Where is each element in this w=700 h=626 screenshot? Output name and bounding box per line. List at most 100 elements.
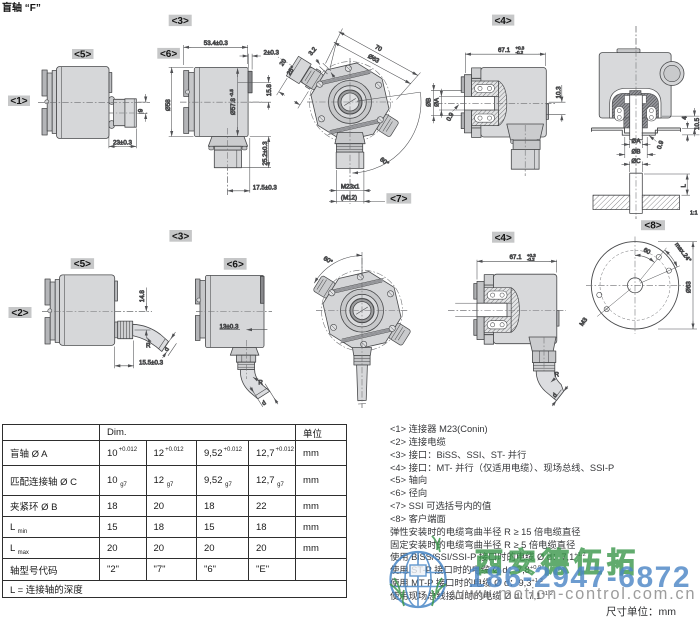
table-row-l-max: L max 20 20 20 20 mm: [2, 537, 348, 559]
view-label-3-bottom: <3>: [172, 232, 189, 243]
dim-10-5: 10.5: [694, 117, 700, 130]
view-label-6-bottom: <6>: [227, 260, 244, 271]
dim-0-9: 0.9: [445, 111, 455, 122]
table-cell: L min: [2, 516, 100, 538]
notes-block: <1> 连接器 M23(Conin) <2> 连接电缆 <3> 接口：BiSS、…: [390, 423, 698, 603]
table-header-dim: Dim.: [98, 424, 297, 441]
view-label-box: [641, 220, 665, 231]
table-cell: 12,7+0.012: [247, 440, 297, 466]
view-section-mounted: ØA ØB ØC 0.9 4 10.5 L 1:1: [591, 26, 700, 219]
centerlines-overlay: [38, 26, 637, 408]
dim-67-1-sup: +0.3: [516, 46, 525, 51]
view-label-box: [223, 258, 247, 270]
dim-shaft-a: ØA: [632, 138, 642, 145]
dim-cable-r: R: [555, 372, 560, 379]
dim-9: 9: [138, 108, 145, 112]
dim-14-8: 14.8: [139, 290, 146, 303]
dim-15-8: 15.8: [266, 84, 273, 97]
view-labels: <1> <2> <3> <3> <4> <4> <5> <5> <6> <6> …: [8, 14, 665, 319]
dim-cable-d: d: [163, 346, 171, 353]
table-cell: mm: [295, 516, 348, 538]
table-cell: 10 g7: [99, 465, 147, 496]
view-label-4-top: <4>: [494, 16, 511, 27]
dim-57-8: Ø57.8: [230, 98, 237, 115]
dim-cable-d: d: [551, 392, 559, 399]
view-label-box: [168, 14, 192, 27]
table-cell: 18: [247, 516, 297, 538]
note-line: 使用现场总线接口时的电缆 Ø d：7,1+1.2: [390, 590, 553, 601]
dim-67-1-sup: +0.3: [527, 253, 536, 258]
view-label-box: [8, 95, 30, 106]
table-cell: 12+0.012: [145, 440, 197, 466]
scale-note: 1:1: [690, 211, 698, 217]
unit-note: 尺寸单位：mm: [606, 606, 676, 618]
table-cell: 盲轴 Ø A: [2, 440, 100, 466]
table-cell: "7": [145, 558, 197, 581]
dim-63: Ø63: [686, 281, 693, 293]
view-label-4-bottom: <4>: [495, 233, 512, 244]
view-label-2: <2>: [11, 308, 28, 319]
table-cell: "6": [196, 558, 249, 581]
table-cell: "E": [247, 558, 297, 581]
dim-63: Ø63: [367, 53, 381, 65]
table-cell: 22: [247, 495, 297, 517]
note-line: 弹性安装时的电缆弯曲半径 R ≥ 15 倍电缆直径: [390, 526, 581, 537]
dim-m12: (M12): [341, 195, 357, 202]
table-cell: L = 连接轴的深度: [1, 580, 348, 598]
table-corner-cell: [2, 424, 100, 441]
table-cell: mm: [295, 465, 348, 496]
note-line: <5> 轴向: [390, 475, 428, 486]
table-cell: 20: [247, 537, 297, 559]
table-cell: 12 g7: [145, 465, 197, 496]
dim-67-1-sub: -0.2: [527, 257, 535, 262]
dim-60: 60°: [378, 156, 390, 168]
note-line: 使用 BiSS/SSI/SSI-P 接口时的电缆 Ø d：7,1+1.2: [390, 552, 586, 563]
table-footer: L = 连接轴的深度: [1, 580, 348, 598]
table-row-clamp-ring-b: 夹紧环 Ø B 18 20 18 22 mm: [2, 495, 348, 517]
dim-shaft-b: ØB: [426, 98, 433, 107]
table-cell: mm: [295, 537, 348, 559]
dim-2: 2±0.3: [264, 50, 280, 57]
dim-57-8-tol: -0.5: [229, 89, 234, 97]
note-line: <7> SSI 可选括号内的值: [390, 501, 492, 512]
view-label-box: [157, 47, 180, 59]
table-cell: 20: [196, 537, 249, 559]
dim-60: 60°: [322, 255, 334, 266]
dim-25-2: 25.2±0.3: [262, 141, 269, 166]
view-side-axial-connector: 9 23±0.3: [38, 66, 150, 149]
dim-3-2: 3.2: [307, 46, 318, 58]
dim-23: 23±0.3: [113, 140, 132, 147]
dim-13: 13±0.3: [220, 323, 239, 330]
dim-67-1: 67.1: [509, 254, 522, 261]
table-cell: 15: [99, 516, 147, 538]
table-cell: 轴型号代码: [2, 558, 100, 581]
dim-4: 4: [681, 116, 688, 120]
note-line: <2> 连接电缆: [390, 436, 446, 447]
table-row-l-min: L min 15 18 15 18 mm: [2, 516, 348, 538]
view-side-axial-cable: d R 14.8 15.5±0.3: [42, 274, 177, 369]
table-cell: 匹配连接轴 Ø C: [2, 465, 100, 496]
table-cell: 20: [145, 495, 197, 517]
view-label-box: [492, 14, 515, 26]
view-side-radial-cable: d R 13±0.3: [194, 274, 279, 408]
table-cell: mm: [295, 495, 348, 517]
table-cell: "2": [99, 558, 147, 581]
dim-m23: M23x1: [341, 184, 360, 191]
table-cell: 18: [99, 495, 147, 517]
dim-53-4: 53.4±0.3: [204, 40, 229, 47]
view-label-1: <1>: [10, 96, 27, 107]
dim-17-5: 17.5±0.3: [253, 184, 278, 191]
dim-cable-d: d: [261, 399, 268, 407]
dim-70: 70: [374, 44, 384, 54]
note-line: <1> 连接器 M23(Conin): [390, 424, 488, 434]
dim-10-3: 10.3: [555, 86, 562, 99]
page-title: 盲轴 “F”: [2, 3, 41, 14]
view-side-radial-connector: 53.4±0.3 2±0.3 Ø58 Ø57.8 -0.5 15.8 25.2±…: [164, 40, 280, 197]
note-line: 使用 MT-P 接口时的电缆 Ø d：9,3+1.3: [390, 578, 543, 589]
table-cell: mm: [295, 440, 348, 466]
view-label-box: [8, 307, 32, 318]
view-label-7: <7>: [390, 194, 407, 205]
view-section-radial-cable: d R 67.1 +0.3 -0.2: [448, 252, 569, 407]
view-label-6-top: <6>: [160, 49, 177, 60]
